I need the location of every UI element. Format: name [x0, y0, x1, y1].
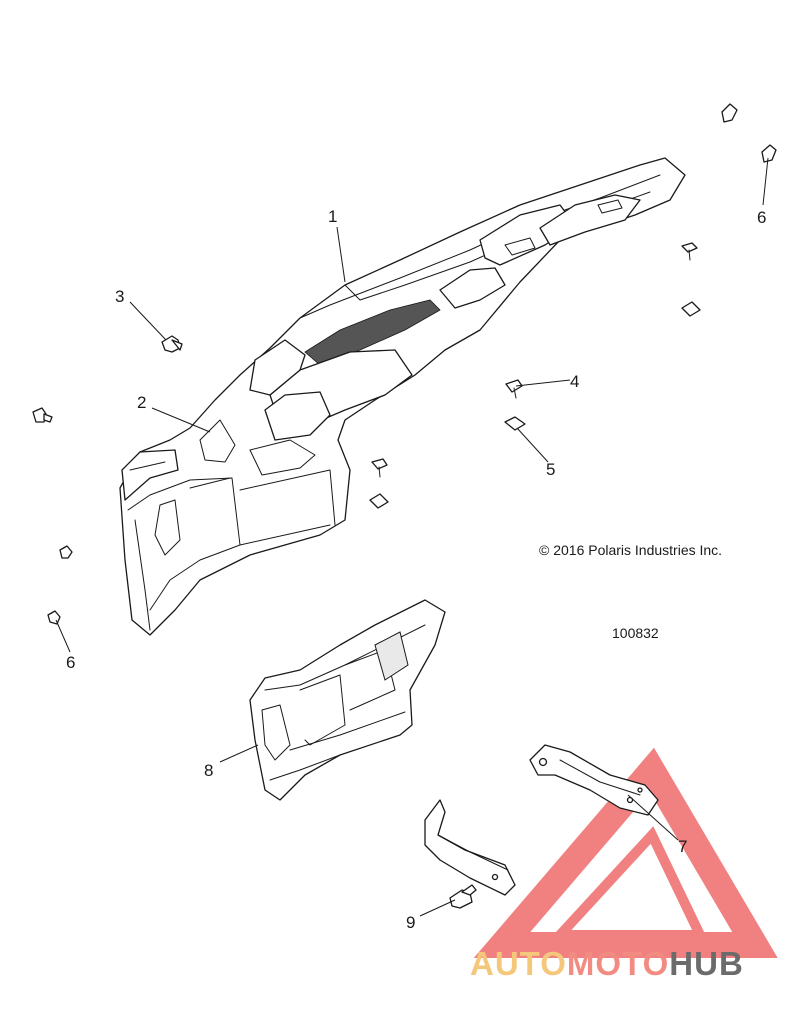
callout-4: 4: [570, 372, 579, 391]
part-8-splash-shield: [249, 599, 446, 801]
callout-8: 8: [204, 761, 213, 780]
callout-7: 7: [678, 837, 687, 856]
screw-4-icon: [371, 242, 698, 478]
part-7-bracket: [529, 744, 659, 816]
svg-text:AUTOMOTOHUB: AUTOMOTOHUB: [470, 945, 744, 982]
clip-nut-5-icon: [369, 301, 701, 509]
callout-5: 5: [546, 460, 555, 479]
figure-number: 100832: [612, 625, 659, 641]
push-rivet-lower-icon: [47, 545, 73, 625]
push-rivet-icon: [721, 103, 777, 163]
watermark-triangle-icon: [473, 747, 778, 958]
watermark-text-auto: AUTO: [470, 945, 567, 982]
bolt-3-icon: [161, 335, 183, 353]
callout-9: 9: [406, 913, 415, 932]
callout-6-bottom: 6: [66, 653, 75, 672]
callout-2: 2: [137, 393, 146, 412]
bolt-left-icon: [32, 407, 53, 423]
callout-6-top: 6: [757, 208, 766, 227]
watermark-text-hub: HUB: [669, 945, 744, 982]
part-bracket-lower: [424, 799, 516, 896]
watermark-text-moto: MOTO: [567, 945, 669, 982]
bolt-9-icon: [449, 884, 477, 909]
part-1-fender: [119, 157, 686, 636]
callout-1: 1: [328, 207, 337, 226]
callout-3: 3: [115, 287, 124, 306]
copyright-text: © 2016 Polaris Industries Inc.: [539, 542, 722, 558]
watermark-logo: AUTOMOTOHUB: [470, 945, 744, 982]
